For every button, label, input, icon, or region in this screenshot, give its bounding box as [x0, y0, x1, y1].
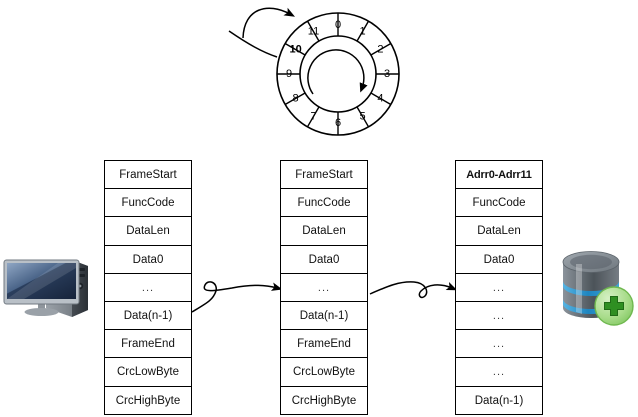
inbound-feeder-line: [228, 30, 278, 58]
ring-inner-circle: [299, 35, 377, 113]
frame-row: ...: [456, 302, 542, 331]
frame-row: FrameEnd: [281, 330, 367, 359]
frame-row: FuncCode: [281, 189, 367, 218]
frame-row: CrcLowByte: [105, 358, 191, 387]
frame-row: FuncCode: [105, 189, 191, 218]
computer-icon: [2, 248, 92, 324]
computer-monitor: [3, 259, 80, 316]
ring-sector-labels: 0 1 2 3 4 5 6 7 8 9 10 11: [286, 19, 390, 129]
frame-row: DataLen: [281, 217, 367, 246]
frame-table-3: Adrr0-Adrr11 FuncCode DataLen Data0 ... …: [455, 160, 543, 415]
frame-row: Data0: [456, 246, 542, 274]
frame-row: Data0: [105, 246, 191, 274]
frame-row: Data(n-1): [456, 387, 542, 415]
frame-row: DataLen: [105, 217, 191, 246]
database-icon: [558, 248, 634, 328]
frame-row: FrameStart: [105, 161, 191, 190]
ring-sector-11: 11: [308, 26, 319, 38]
ring-sector-10: 10: [289, 44, 301, 56]
frame-row: Data(n-1): [105, 302, 191, 331]
ring-sector-7: 7: [310, 110, 316, 122]
frame-row: Data0: [281, 246, 367, 274]
add-badge-icon: [594, 286, 634, 326]
ring-sector-5: 5: [359, 110, 365, 122]
ring-sector-6: 6: [335, 117, 341, 129]
connector-frame2-to-frame3: [369, 281, 458, 299]
ring-sector-3: 3: [384, 68, 390, 80]
frame-row: ...: [281, 274, 367, 302]
frame-row: ...: [456, 358, 542, 387]
frame-row: FrameEnd: [105, 330, 191, 359]
frame-row: ...: [105, 274, 191, 302]
ring-sector-9: 9: [286, 68, 292, 80]
ring-sector-1: 1: [359, 26, 365, 38]
frame-table-2: FrameStart FuncCode DataLen Data0 ... Da…: [280, 160, 368, 415]
ring-dividers: [277, 13, 399, 135]
clockwise-rotation-arrow: [307, 49, 368, 95]
ring-sector-2: 2: [377, 44, 383, 56]
frame-table-1: FrameStart FuncCode DataLen Data0 ... Da…: [104, 160, 192, 415]
frame-row: ...: [456, 274, 542, 302]
frame-row: ...: [456, 330, 542, 359]
ring-sector-4: 4: [377, 93, 383, 105]
frame-row: CrcLowByte: [281, 358, 367, 387]
ring-buffer: 0 1 2 3 4 5 6 7 8 9 10 11: [276, 12, 400, 136]
frame-row: FuncCode: [456, 189, 542, 218]
connector-frame1-to-frame2: [191, 281, 283, 313]
frame-row: CrcHighByte: [281, 387, 367, 415]
ring-sector-0: 0: [335, 19, 341, 31]
frame-row: DataLen: [456, 217, 542, 246]
ring-sector-8: 8: [293, 93, 299, 105]
frame-row-address: Adrr0-Adrr11: [456, 161, 542, 190]
frame-row: FrameStart: [281, 161, 367, 190]
frame-row: Data(n-1): [281, 302, 367, 331]
frame-row: CrcHighByte: [105, 387, 191, 415]
